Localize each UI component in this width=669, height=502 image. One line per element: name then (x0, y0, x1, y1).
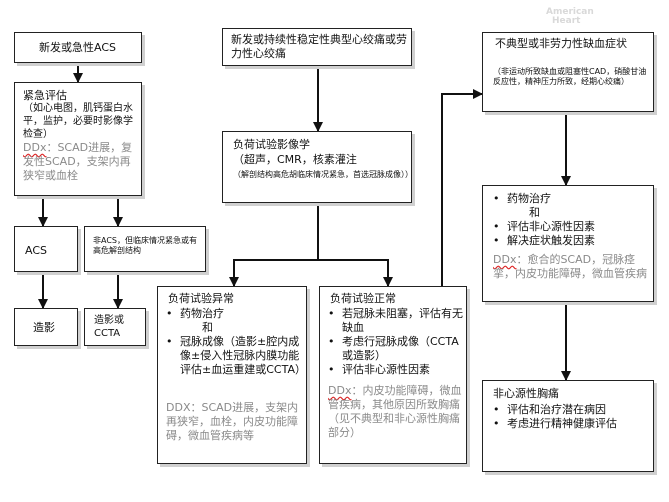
abnormal-item-med: 药物治疗 (166, 307, 306, 321)
angio-box: 造影 (14, 308, 78, 346)
stress-imaging-box: 负荷试验影像学 （超声，CMR，核素灌注 （解剖结构高危胡临床情况紧急，首选冠脉… (222, 131, 413, 203)
american-heart-logo: American Heart (546, 8, 594, 26)
noncardiac-item-cause: 评估和治疗潜在病因 (493, 403, 651, 417)
acs-result-box: ACS (14, 226, 78, 272)
stress-abnormal-title: 负荷试验异常 (168, 292, 234, 305)
angio-ccta-box: 造影或CCTA (84, 308, 146, 346)
atypical-detail: （非运动所致缺血或阻塞性CAD，硝酸甘油反应性，精神压力所致，经期心绞痛） (493, 67, 647, 87)
ddx-text: ：SCAD进展，复发性SCAD，支架内再狭窄或血栓 (23, 141, 133, 183)
noncardiac-title: 非心源性胸痛 (493, 387, 559, 400)
med-ddx-text: ：愈合的SCAD，冠脉痉挛，内皮功能障碍，微血管疾病 (493, 253, 647, 281)
atypical-title: 不典型或非劳力性缺血症状 (495, 37, 627, 50)
stress-imaging-modalities: （超声，CMR，核素灌注 (233, 153, 357, 166)
med-ddx-label: DDx (493, 253, 517, 266)
normal-item-noncardiac: 评估非心源性因素 (328, 363, 464, 377)
normal-ddx-label: DDx (328, 384, 352, 397)
urgent-eval-ddx: DDx：SCAD进展，复发性SCAD，支架内再狭窄或血栓 (23, 141, 141, 183)
normal-item-ccta: 考虑行冠脉成像（CCTA或造影） (328, 335, 464, 363)
logo-line1: American (546, 7, 594, 17)
angio-ccta-label: 造影或CCTA (94, 315, 124, 339)
acs-box: 新发或急性ACS (14, 32, 142, 63)
logo-line2: Heart (552, 16, 581, 26)
non-acs-box: 非ACS，但临床情况紧急或有高危解剖结构 (84, 226, 206, 272)
med-item-drug: 药物治疗 (493, 192, 651, 206)
urgent-eval-title: 紧急评估 (23, 89, 67, 102)
atypical-box: 不典型或非劳力性缺血症状 （非运动所致缺血或阻塞性CAD，硝酸甘油反应性，精神压… (482, 32, 654, 112)
urgent-eval-detail: （如心电图，肌钙蛋白水平，监护，必要时影像学检查） (23, 103, 133, 140)
noncardiac-box: 非心源性胸痛 评估和治疗潜在病因 考虑进行精神健康评估 (482, 380, 654, 472)
med-item-and: 和 (529, 206, 540, 220)
abnormal-item-and: 和 (202, 321, 213, 335)
stable-angina-title: 新发或持续性稳定性典型心绞痛或劳力性心绞痛 (231, 33, 407, 61)
normal-item-ischemia: 若冠脉未阻塞，评估有无缺血 (328, 307, 464, 335)
stress-abnormal-box: 负荷试验异常 药物治疗 和 冠脉成像（造影±腔内成像±侵入性冠脉内膜功能评估±血… (157, 286, 307, 464)
urgent-eval-box: 紧急评估 （如心电图，肌钙蛋白水平，监护，必要时影像学检查） DDx：SCAD进… (14, 82, 142, 196)
stress-abnormal-list: 药物治疗 和 冠脉成像（造影±腔内成像±侵入性冠脉内膜功能评估±血运重建或CCT… (166, 307, 306, 377)
med-therapy-ddx: DDx：愈合的SCAD，冠脉痉挛，内皮功能障碍，微血管疾病 (493, 253, 649, 281)
angio-label: 造影 (33, 321, 55, 334)
non-acs-text: 非ACS，但临床情况紧急或有高危解剖结构 (93, 236, 197, 256)
stress-normal-box: 负荷试验正常 若冠脉未阻塞，评估有无缺血 考虑行冠脉成像（CCTA或造影） 评估… (319, 286, 467, 464)
noncardiac-item-mental: 考虑进行精神健康评估 (493, 417, 651, 431)
acs-title: 新发或急性ACS (39, 41, 116, 54)
stress-normal-title: 负荷试验正常 (330, 292, 396, 305)
normal-ddx-text: ：内皮功能障碍，微血管疾病，其他原因所致胸痛（见不典型和非心源性胸痛部分） (328, 384, 462, 440)
med-therapy-box: 药物治疗 和 评估非心源性因素 解决症状触发因素 DDx：愈合的SCAD，冠脉痉… (482, 185, 654, 302)
stable-angina-box: 新发或持续性稳定性典型心绞痛或劳力性心绞痛 (222, 28, 412, 66)
abnormal-item-imaging: 冠脉成像（造影±腔内成像±侵入性冠脉内膜功能评估±血运重建或CCTA） (166, 335, 306, 377)
stress-normal-list: 若冠脉未阻塞，评估有无缺血 考虑行冠脉成像（CCTA或造影） 评估非心源性因素 (328, 307, 464, 377)
arrow-stress-split (229, 203, 319, 287)
stress-abnormal-ddx: DDX：SCAD进展，支架内再狭窄，血栓，内皮功能障碍，微血管疾病等 (166, 401, 299, 443)
stress-imaging-title: 负荷试验影像学 (233, 138, 310, 151)
med-item-trigger: 解决症状触发因素 (493, 234, 651, 248)
ddx-label: DDx (23, 141, 47, 154)
stress-normal-ddx: DDx：内皮功能障碍，微血管疾病，其他原因所致胸痛（见不典型和非心源性胸痛部分） (328, 384, 466, 440)
noncardiac-list: 评估和治疗潜在病因 考虑进行精神健康评估 (493, 403, 651, 431)
acs-result-label: ACS (25, 244, 47, 257)
arrow-stress-to-normal (318, 259, 393, 287)
arrow-normal-to-atypical (441, 89, 483, 299)
med-therapy-list: 药物治疗 和 评估非心源性因素 解决症状触发因素 (493, 192, 651, 248)
med-item-noncardiac: 评估非心源性因素 (493, 220, 651, 234)
stress-imaging-note: （解剖结构高危胡临床情况紧急，首选冠脉成像）） (233, 170, 413, 179)
